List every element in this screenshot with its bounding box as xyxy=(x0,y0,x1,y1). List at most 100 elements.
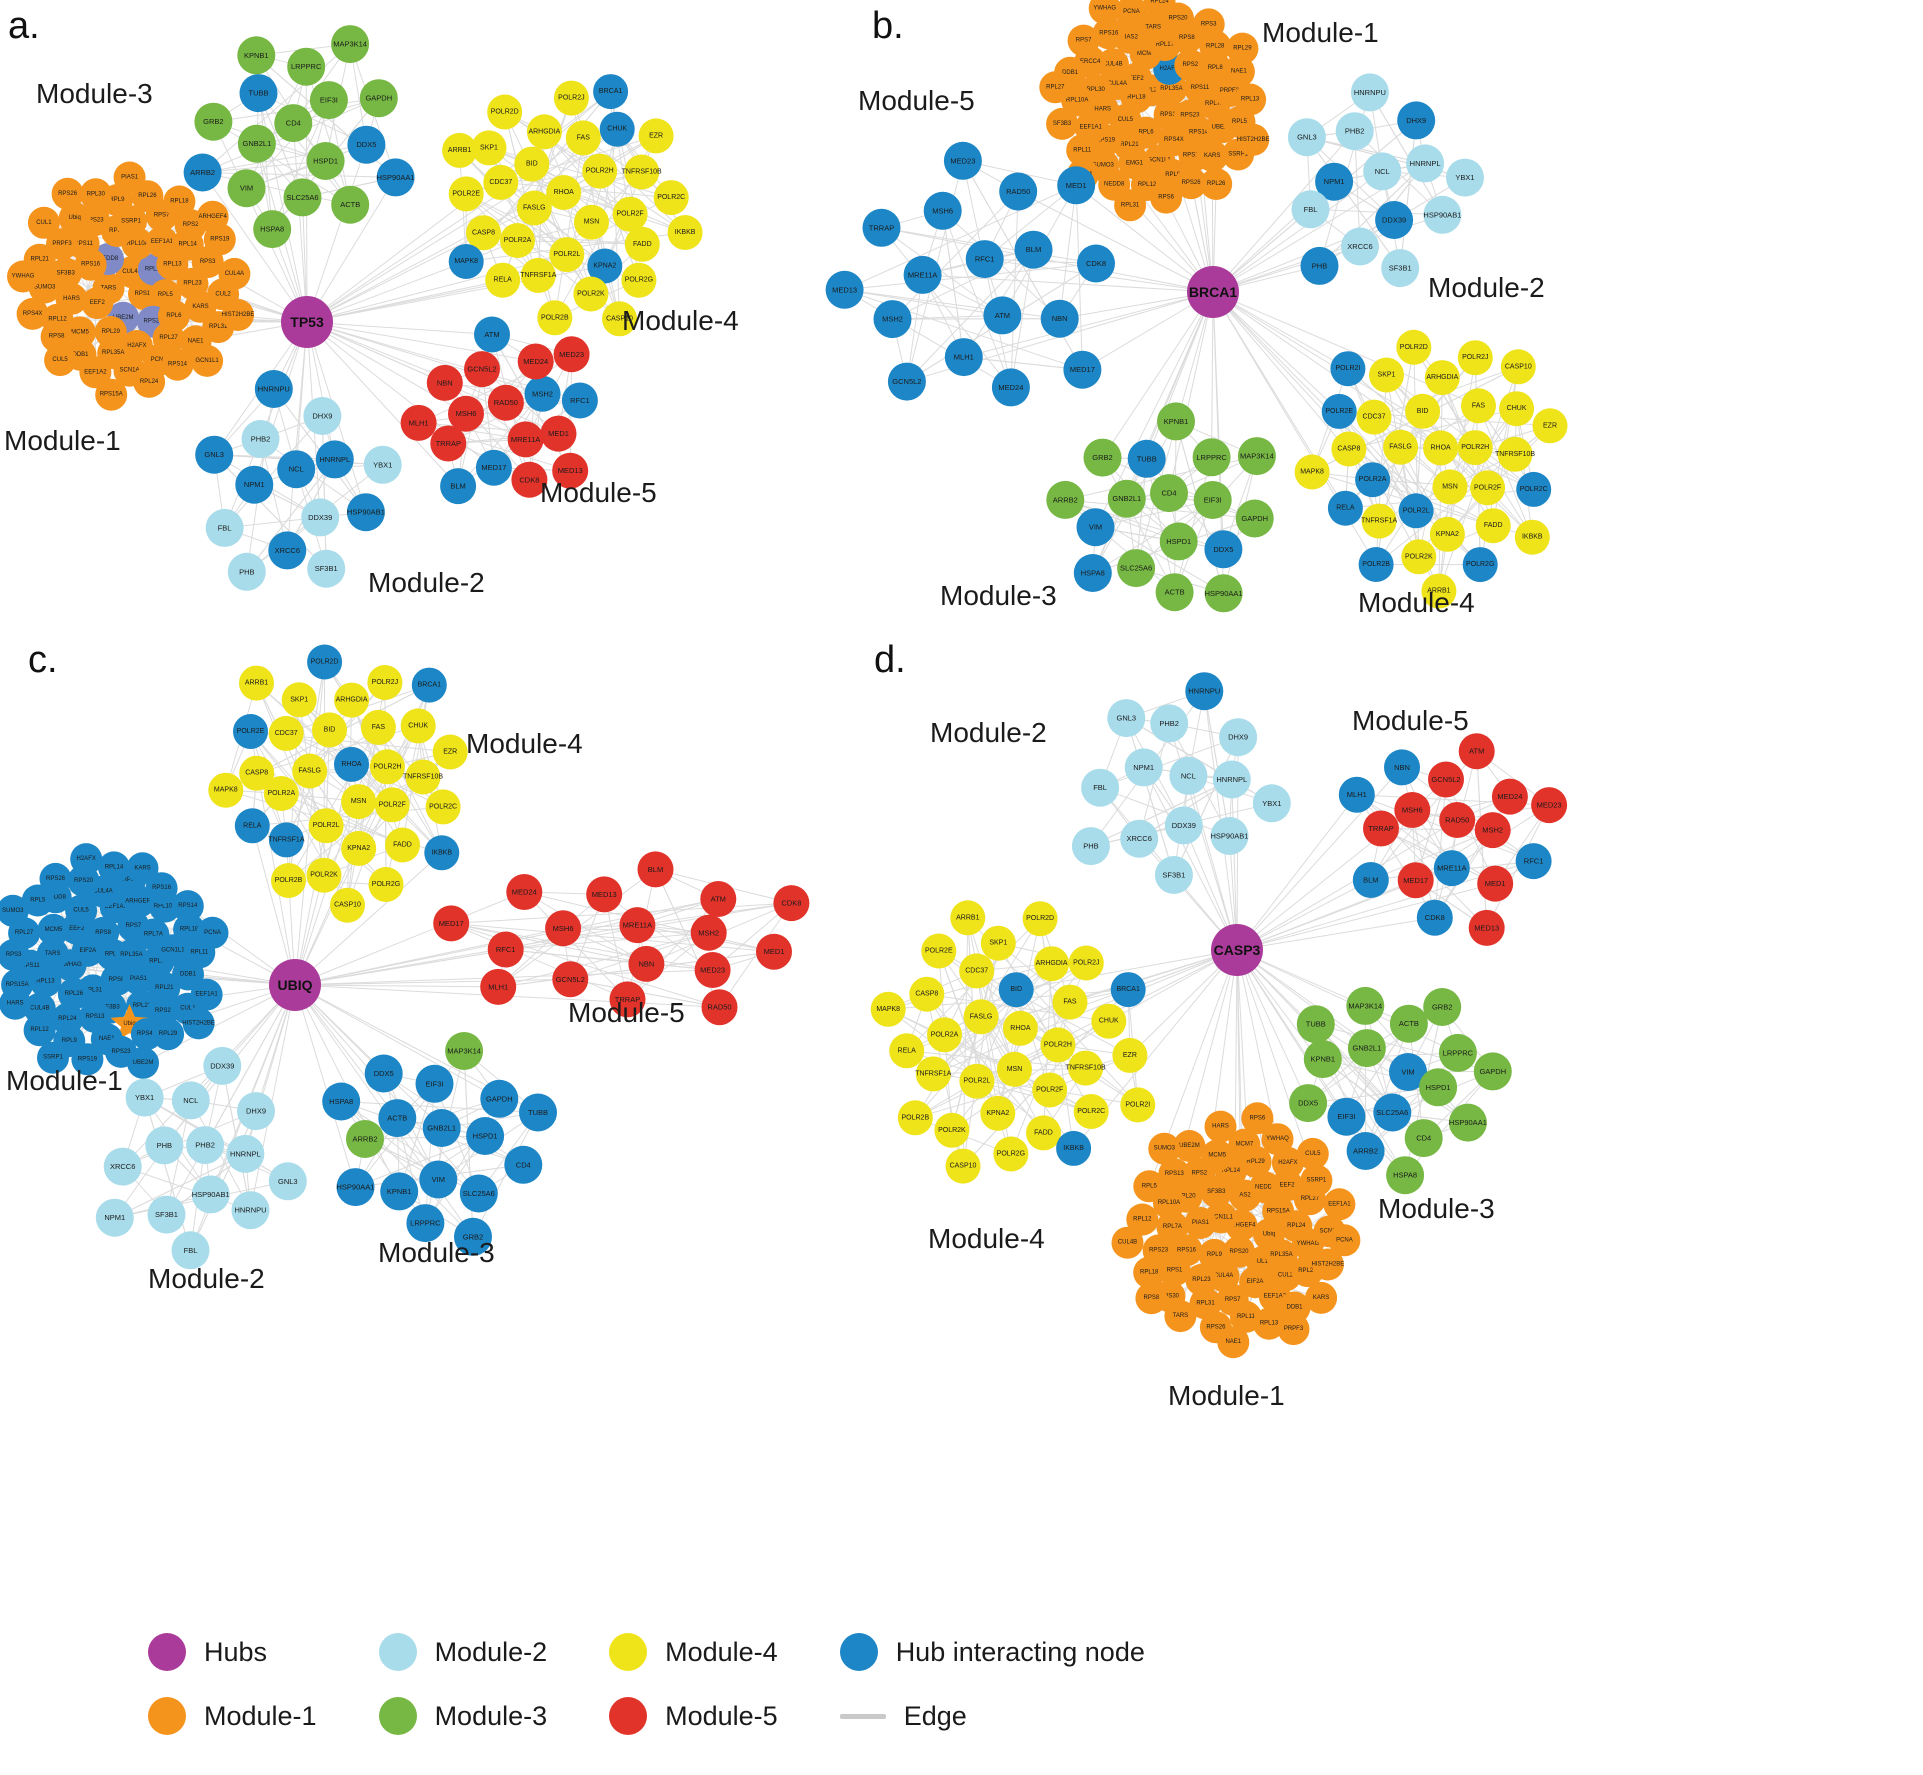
module-label: Module-4 xyxy=(1358,587,1475,618)
node-label: POLR2F xyxy=(379,801,406,808)
node-label: RPS15A xyxy=(1267,1208,1290,1214)
node-label: HSPA8 xyxy=(1393,1171,1417,1180)
node-label: PRPF3 xyxy=(52,241,72,247)
node-label: DDB1 xyxy=(1286,1305,1303,1311)
node-eef1a1: EEF1A1 xyxy=(1323,1188,1356,1221)
node-arrb1: ARRB1 xyxy=(950,900,986,936)
node-label: UL1 xyxy=(1257,1259,1269,1265)
node-ncl: NCL xyxy=(1169,756,1208,795)
legend-color-swatch xyxy=(378,1633,417,1671)
node-cdk8: CDK8 xyxy=(511,461,548,498)
node-label: ARRB2 xyxy=(1353,1147,1378,1156)
node-label: RPL14 xyxy=(105,864,124,870)
node-label: POLR2E xyxy=(237,728,265,735)
node-label: DHX9 xyxy=(1406,116,1426,125)
node-label: FASLG xyxy=(970,1013,993,1020)
node-gcn5l2: GCN5L2 xyxy=(464,351,500,388)
node-label: RPL24 xyxy=(140,379,159,385)
node-label: KPNA2 xyxy=(1436,531,1459,538)
node-bid: BID xyxy=(1405,393,1441,429)
node-label: POLR2I xyxy=(1335,365,1360,372)
node-rps26: RPS26 xyxy=(51,177,84,210)
node-label: CUL4B xyxy=(1118,1240,1137,1246)
node-label: H2AFX xyxy=(77,856,96,862)
node-label: IKBKB xyxy=(675,229,696,236)
node-polr2f: POLR2F xyxy=(612,196,648,232)
node-label: BLM xyxy=(1026,245,1041,254)
node-label: GRB2 xyxy=(203,117,223,126)
node-casp10: CASP10 xyxy=(602,301,637,337)
node-label: RPS23 xyxy=(111,1049,131,1055)
node-label: RPL13 xyxy=(36,978,55,984)
node-cd4: CD4 xyxy=(504,1145,543,1184)
node-ezr: EZR xyxy=(432,734,468,770)
node-label: SKP1 xyxy=(480,144,498,151)
node-label: NBN xyxy=(638,959,654,968)
node-label: MED13 xyxy=(558,466,583,475)
node-label: TNFRSF1A xyxy=(915,1070,952,1077)
node-label: MAPK8 xyxy=(876,1006,900,1013)
node-label: RPL10A xyxy=(1066,98,1088,104)
node-eif3i: EIF3I xyxy=(1327,1097,1366,1136)
node-label: KPNB1 xyxy=(1164,417,1189,426)
node-label: RPL28 xyxy=(1206,43,1225,49)
node-fbl: FBL xyxy=(205,508,244,547)
node-casp10: CASP10 xyxy=(330,887,365,923)
node-rad50: RAD50 xyxy=(999,172,1038,211)
node-hnrnpu: HNRNPU xyxy=(231,1191,270,1230)
node-ezr: EZR xyxy=(1532,408,1568,444)
node-label: SF3B3 xyxy=(101,1005,120,1011)
node-nbn: NBN xyxy=(628,945,665,982)
node-eef2: EEF2 xyxy=(1271,1169,1303,1202)
node-rps4x: RPS4X xyxy=(16,297,49,330)
node-gapdh: GAPDH xyxy=(359,79,398,118)
panel-letter: b. xyxy=(872,5,904,47)
node-label: SF3B1 xyxy=(1389,264,1412,273)
node-label: RPL24 xyxy=(58,1016,77,1022)
node-label: DDX5 xyxy=(374,1069,394,1078)
node-label: MED23 xyxy=(950,156,975,165)
node-hspa8: HSPA8 xyxy=(253,210,292,249)
node-label: EMG1 xyxy=(1126,160,1144,166)
node-label: SKP1 xyxy=(290,696,308,703)
node-label: NAE1 xyxy=(99,1036,115,1042)
node-tnfrsf10b: TNFRSF10B xyxy=(622,154,662,190)
node-hnrnpl: HNRNPL xyxy=(226,1134,265,1173)
node-label: RPS2 xyxy=(1191,1171,1207,1177)
node-polr2h: POLR2H xyxy=(1040,1027,1076,1063)
node-label: FASLG xyxy=(523,205,546,212)
node-cdc37: CDC37 xyxy=(1356,399,1392,435)
node-fas: FAS xyxy=(1052,984,1088,1020)
node-ddx39: DDX39 xyxy=(203,1046,242,1085)
node-label: RPL7A xyxy=(1205,101,1224,107)
node-arrb2: ARRB2 xyxy=(183,153,222,192)
node-label: Ubiq xyxy=(69,215,81,221)
node-mcm5: MCM5 xyxy=(1201,1139,1234,1172)
node-cdc37: CDC37 xyxy=(483,164,519,200)
node-label: POLR2D xyxy=(1026,915,1054,922)
node-label: RPL10A xyxy=(154,904,176,910)
node-label: HSPA8 xyxy=(260,225,284,234)
node-label: CDC37 xyxy=(489,179,512,186)
node-nbn: NBN xyxy=(1040,299,1079,338)
node-label: POLR2J xyxy=(1462,354,1488,361)
node-mlh1: MLH1 xyxy=(480,968,517,1005)
node-label: GAPDH xyxy=(486,1094,513,1103)
edge-line-swatch xyxy=(839,1713,886,1719)
node-rhoa: RHOA xyxy=(334,746,369,782)
node-label: PRPF3 xyxy=(1284,1326,1304,1332)
node-label: RPS13 xyxy=(1165,1171,1185,1177)
node-msh2: MSH2 xyxy=(524,375,561,412)
node-rpl18: RPL18 xyxy=(163,185,196,218)
node-rpl23: RPL23 xyxy=(1185,1263,1218,1296)
node-label: RPS3 xyxy=(6,952,22,958)
node-label: DDB1 xyxy=(180,972,197,978)
node-gapdh: GAPDH xyxy=(1473,1052,1512,1091)
node-label: MCM5 xyxy=(71,329,89,335)
node-mcm5: MCM5 xyxy=(37,913,70,946)
node-label: XRCC6 xyxy=(1126,834,1151,843)
node-kpnb1: KPNB1 xyxy=(1157,402,1195,441)
node-label: CDK8 xyxy=(1086,259,1106,268)
node-label: PHB2 xyxy=(195,1141,215,1150)
node-rfc1: RFC1 xyxy=(965,240,1004,279)
